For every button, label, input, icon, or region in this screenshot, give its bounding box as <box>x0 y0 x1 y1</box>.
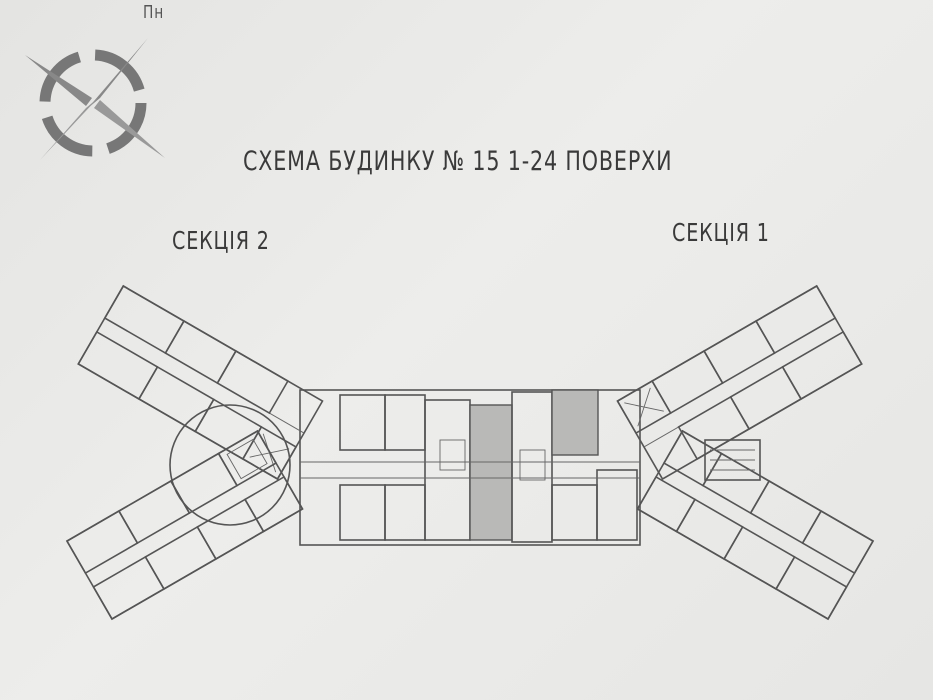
plan-title: СХЕМА БУДИНКУ № 15 1-24 ПОВЕРХИ <box>243 146 673 177</box>
section-1-upper-wing <box>616 284 863 481</box>
compass-rose-icon <box>25 38 165 160</box>
stairwell <box>704 439 761 481</box>
section-2-upper-wing <box>77 284 324 481</box>
elevator-shaft <box>469 404 513 541</box>
central-corridor-block <box>299 389 641 546</box>
section-2-label: СЕКЦІЯ 2 <box>172 226 270 255</box>
north-label: Пн <box>143 2 165 23</box>
section-1-lower-wing <box>636 429 875 621</box>
section-2-lower-wing <box>65 429 304 621</box>
stair-shaft <box>551 389 599 456</box>
section-1-label: СЕКЦІЯ 1 <box>672 218 770 247</box>
